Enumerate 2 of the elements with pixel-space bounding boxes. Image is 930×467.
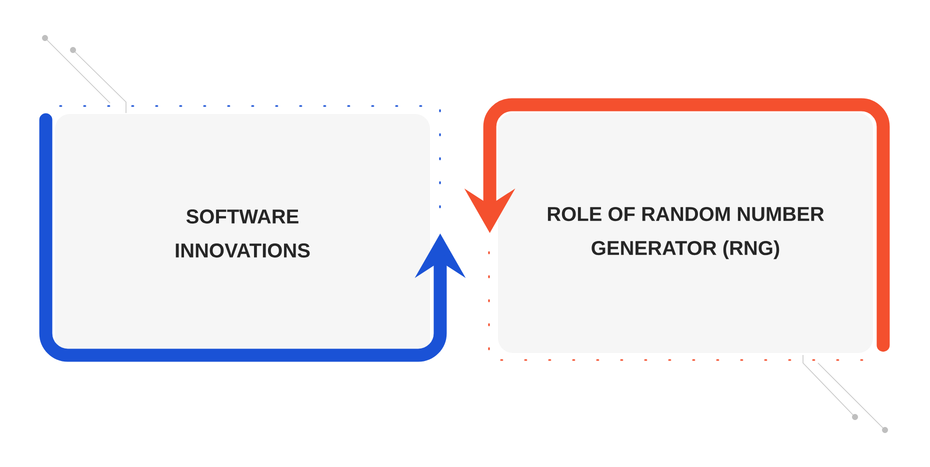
text-box: ROLE OF RANDOM NUMBER GENERATOR (RNG) [498, 113, 873, 353]
text-box: SOFTWARE INNOVATIONS [55, 114, 430, 353]
